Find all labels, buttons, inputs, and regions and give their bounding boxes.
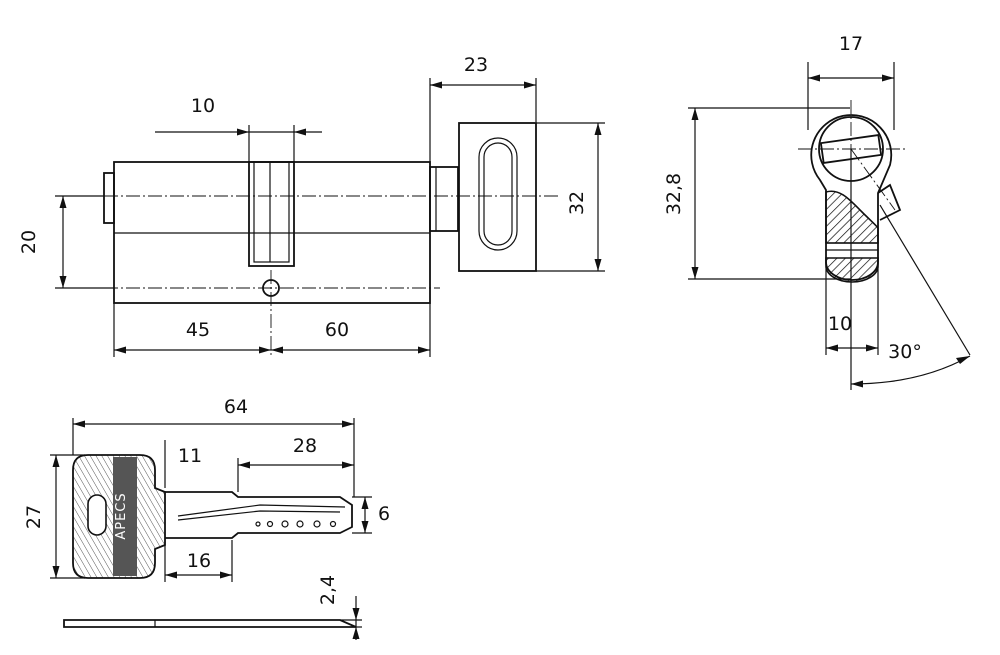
dim-label-right-length: 60 [325, 319, 349, 341]
dim-label-profile-width: 17 [839, 33, 863, 55]
dim-label-knob-height: 32 [566, 191, 588, 215]
dim-key-head-height: 27 [23, 454, 85, 579]
dim-turn-knob-length: 23 [429, 54, 537, 165]
cylinder-profile-view [798, 100, 906, 300]
dim-label-knob-length: 23 [464, 54, 488, 76]
dim-key-blade-height: 6 [352, 496, 390, 534]
dim-body-height: 20 [18, 195, 114, 289]
dim-cam-width: 10 [825, 262, 879, 355]
key-blade [165, 491, 353, 539]
key-hole [87, 494, 107, 536]
dim-key-neck: 16 [164, 540, 233, 582]
dim-lever-width: 10 [155, 95, 322, 162]
dim-key-blade: 11 28 [164, 435, 354, 492]
dim-label-cam-angle: 30° [888, 341, 922, 363]
cam-section [825, 190, 879, 244]
turn-knob [458, 122, 537, 272]
dim-key-length: 64 [72, 396, 355, 497]
dim-key-thickness: 2,4 [317, 575, 362, 640]
dim-profile-height: 32,8 [663, 107, 850, 280]
dim-label-body-height: 20 [18, 230, 40, 254]
dim-label-key-length: 64 [224, 396, 248, 418]
cam-slot [248, 161, 295, 267]
key-view: APECS [72, 454, 353, 579]
dim-label-key-thickness: 2,4 [317, 575, 339, 605]
dim-label-key-shoulder: 11 [178, 445, 202, 467]
dim-label-key-blade: 28 [293, 435, 317, 457]
dim-label-key-neck: 16 [187, 550, 211, 572]
dim-label-left-length: 45 [186, 319, 210, 341]
brand-logo: APECS [114, 492, 129, 539]
dim-label-key-head-height: 27 [23, 505, 45, 529]
dim-label-lever-width: 10 [191, 95, 215, 117]
dim-label-profile-height: 32,8 [663, 173, 685, 215]
dim-knob-height: 32 [536, 122, 605, 272]
dim-cam-angle: 30° [850, 149, 971, 390]
brand-band [113, 457, 137, 576]
key-side-view [63, 619, 357, 628]
dim-label-cam-width: 10 [828, 313, 852, 335]
cylinder-front-view [60, 122, 560, 355]
dim-profile-width: 17 [807, 33, 895, 130]
dim-label-key-blade-height: 6 [378, 503, 390, 525]
dim-body-lengths: 45 60 [113, 303, 431, 357]
